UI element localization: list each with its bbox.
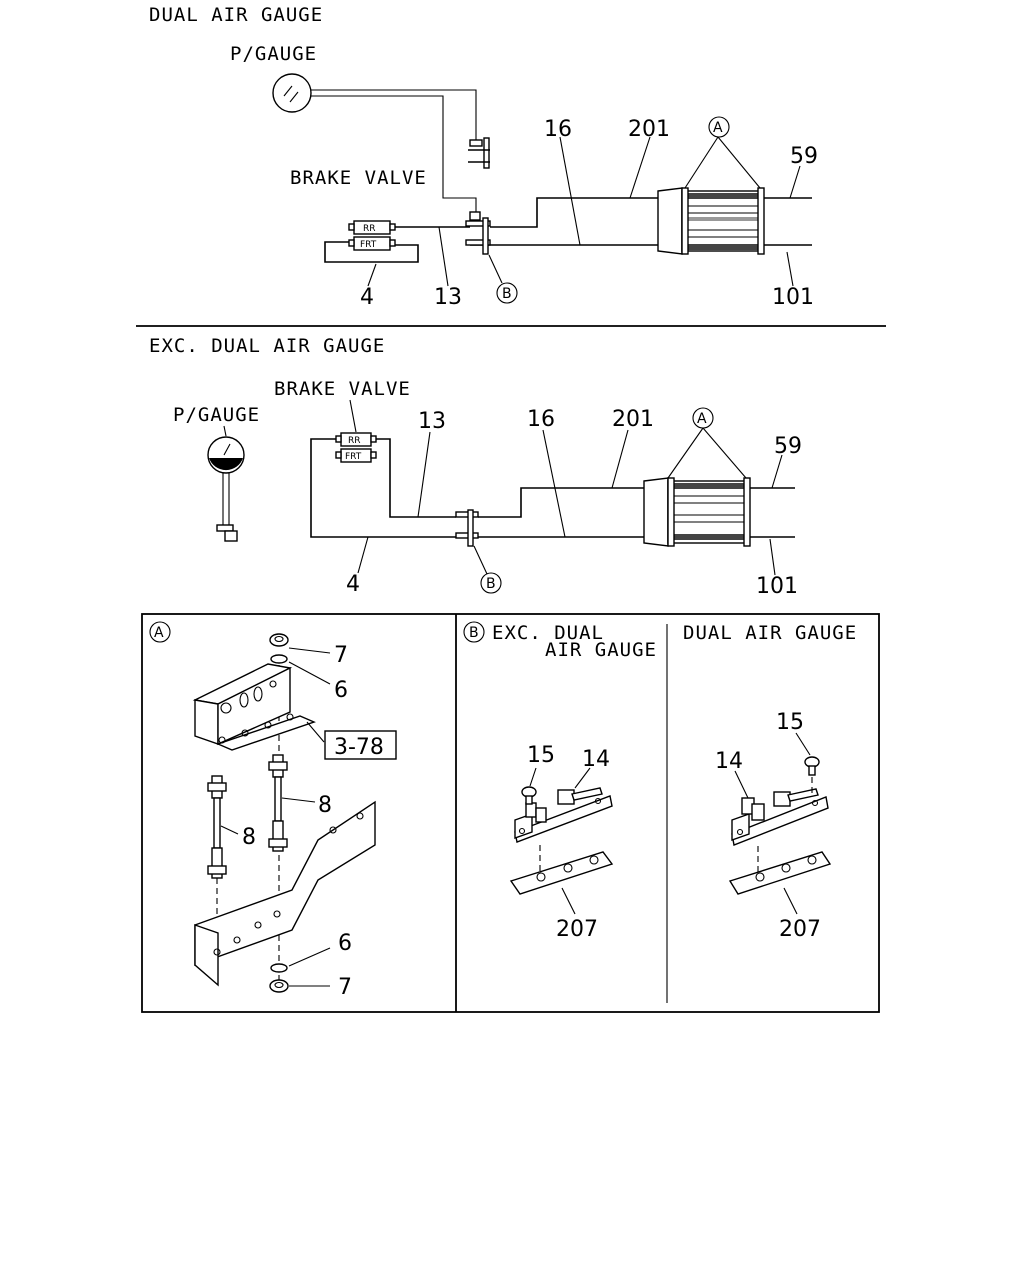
left-part-14-label: 14	[582, 747, 610, 772]
part-16-label: 16	[544, 117, 572, 142]
right-part-15-label: 15	[776, 710, 804, 735]
part-8-label-right: 8	[318, 793, 332, 818]
part-101-label-2: 101	[756, 574, 798, 599]
part-201-label-2: 201	[612, 407, 654, 432]
connector-b-icon-2	[455, 509, 479, 547]
washer-icon-bottom	[270, 963, 288, 973]
part-101-label: 101	[772, 285, 814, 310]
section-title-dual: DUAL AIR GAUGE	[149, 4, 323, 26]
frt-label-2: FRT	[345, 452, 362, 462]
svg-text:B: B	[469, 625, 479, 641]
detail-b: B EXC. DUAL AIR GAUGE DUAL AIR GAUGE 15 …	[463, 621, 857, 942]
dual-pressure-gauge-icon	[272, 73, 312, 113]
exc-dual-air-gauge-section: EXC. DUAL AIR GAUGE BRAKE VALVE P/GAUGE …	[149, 335, 802, 599]
brake-valve-icon: RR FRT	[348, 220, 396, 251]
svg-text:B: B	[502, 286, 512, 302]
part-13-label: 13	[434, 285, 462, 310]
dual-air-gauge-section: DUAL AIR GAUGE P/GAUGE BRAKE VALVE RR	[149, 4, 818, 310]
part-6-label-top: 6	[334, 678, 348, 703]
pgauge-label: P/GAUGE	[230, 43, 317, 65]
callout-a-icon-2: A	[692, 407, 714, 429]
connector-bracket-icon-right	[731, 788, 829, 846]
part-8-label-left: 8	[242, 825, 256, 850]
rr-label-2: RR	[348, 436, 361, 446]
detail-b-right-title: DUAL AIR GAUGE	[683, 622, 857, 644]
nut-icon-bottom	[269, 979, 289, 993]
detail-b-marker: B	[463, 621, 485, 643]
detail-b-left-title-2: AIR GAUGE	[545, 639, 657, 661]
right-part-207-label: 207	[779, 917, 821, 942]
ref-3-78-label: 3-78	[334, 735, 384, 760]
plate-icon-left	[509, 851, 614, 895]
svg-text:A: A	[154, 625, 164, 641]
part-6-label-bottom: 6	[338, 931, 352, 956]
callout-a-icon: A	[708, 116, 730, 138]
callout-b-icon: B	[496, 282, 518, 304]
bolt-icon-left	[521, 786, 537, 805]
part-4-label-2: 4	[346, 572, 360, 597]
brake-valve-icon-2: RR FRT	[335, 432, 377, 463]
pgauge-label-2: P/GAUGE	[173, 404, 260, 426]
tee-fitting-icon	[468, 137, 490, 169]
right-part-14-label: 14	[715, 749, 743, 774]
part-59-label: 59	[790, 144, 818, 169]
callout-b-icon-2: B	[480, 572, 502, 594]
nut-icon-top	[269, 633, 289, 647]
part-16-label-2: 16	[527, 407, 555, 432]
connector-b-icon	[465, 211, 491, 255]
part-7-label-top: 7	[334, 643, 348, 668]
part-4-label: 4	[360, 285, 374, 310]
part-13-label-2: 13	[418, 409, 446, 434]
bracket-upper-icon	[192, 663, 316, 751]
part-201-label: 201	[628, 117, 670, 142]
svg-text:A: A	[697, 411, 707, 427]
detail-b-left-title-1: EXC. DUAL	[492, 622, 604, 644]
connector-bracket-icon-left	[514, 787, 613, 843]
rr-label: RR	[363, 224, 376, 234]
clamp-bundle-icon	[657, 187, 765, 255]
frame-rail-icon	[194, 800, 376, 987]
left-part-15-label: 15	[527, 743, 555, 768]
clamp-bundle-icon-2	[643, 477, 751, 547]
frt-label: FRT	[360, 240, 377, 250]
left-part-207-label: 207	[556, 917, 598, 942]
detail-a-marker: A	[149, 621, 171, 643]
part-7-label-bottom: 7	[338, 975, 352, 1000]
ref-box	[324, 730, 397, 760]
stud-icon-right	[268, 754, 288, 852]
section-title-exc-dual: EXC. DUAL AIR GAUGE	[149, 335, 385, 357]
washer-icon-top	[270, 654, 288, 664]
brake-valve-label-2: BRAKE VALVE	[274, 378, 411, 400]
plate-icon-right	[728, 851, 832, 895]
svg-text:B: B	[486, 576, 496, 592]
detail-box-frame	[141, 613, 880, 1013]
svg-text:A: A	[713, 120, 723, 136]
detail-a: A 7 6 3-78	[149, 621, 397, 1000]
brake-valve-label: BRAKE VALVE	[290, 167, 427, 189]
pressure-gauge-icon	[207, 425, 245, 542]
bolt-icon-right	[804, 756, 820, 776]
part-59-label-2: 59	[774, 434, 802, 459]
